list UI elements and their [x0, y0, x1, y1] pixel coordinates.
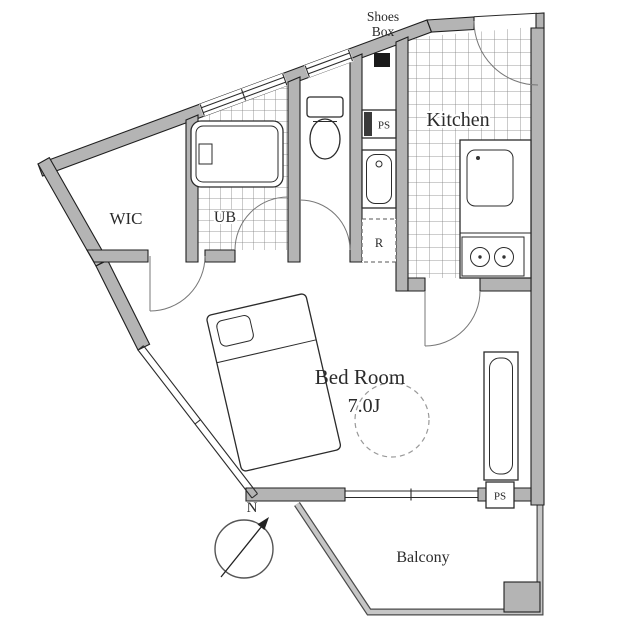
entrance-door-arc [473, 20, 539, 86]
window-end-tick [347, 49, 353, 62]
wall-service-bottom-b [204, 249, 236, 263]
wic-door [149, 255, 206, 312]
stove-burner-left [470, 247, 490, 267]
wall-bedroom-upper-left [95, 259, 151, 351]
stove-burner-right [494, 247, 514, 267]
entrance-door [473, 12, 539, 86]
ps-upper-duct [364, 112, 372, 136]
compass-arrowhead [257, 517, 269, 530]
wall-ub-toilet [287, 76, 301, 263]
bathtub-outline [190, 120, 284, 188]
wall-top-right [426, 16, 475, 33]
bed [206, 293, 342, 472]
toilet [306, 96, 344, 160]
washer-pan [361, 149, 397, 209]
counter-outline [459, 139, 532, 279]
bay-window [483, 351, 519, 481]
window-bg [304, 48, 354, 78]
kitchen-counter [459, 139, 532, 279]
window-pane-line [306, 52, 350, 70]
compass-needle [220, 525, 263, 578]
washing-machine-space [361, 149, 397, 209]
window-end-tick [137, 345, 144, 351]
window-pane-line [308, 57, 352, 75]
compass-north-label: N [247, 500, 258, 516]
entrance-threshold-line [473, 12, 538, 18]
bathtub-step [198, 143, 213, 165]
wall-kitchen-bottom-right [479, 277, 532, 292]
ps-upper-label: PS [378, 120, 390, 132]
toilet-door-arc [299, 199, 351, 251]
pillow [216, 315, 254, 347]
stove-burner-right-dot [502, 255, 506, 259]
bedroom-size-label: 7.0J [348, 395, 381, 417]
toilet-tank [306, 96, 344, 118]
wall-toilet-column [349, 53, 363, 263]
washer-body [366, 154, 392, 204]
window-end-tick [282, 73, 288, 86]
wic-label: WIC [109, 209, 142, 228]
shoes-box-label-line2: Box [372, 24, 395, 39]
balcony-corner-block [503, 581, 541, 613]
wall-kitchen-bottom-left [407, 277, 426, 292]
balcony-label: Balcony [396, 549, 449, 566]
wall-column-kitchen [395, 36, 409, 292]
window-end-tick [304, 65, 310, 78]
ps-lower-label: PS [494, 491, 506, 503]
wall-right [530, 27, 545, 506]
ps-lower-box [485, 481, 515, 509]
balcony-railing-band-light [295, 502, 543, 615]
wall-service-bottom-a [86, 249, 149, 263]
window-top-b [304, 48, 354, 78]
sink-faucet [476, 156, 480, 160]
window-mid-tick [240, 89, 247, 101]
window-bedroom-diagonal [137, 345, 258, 499]
bed-fold-line [216, 339, 317, 364]
pipe-space-upper: PS [361, 109, 397, 139]
refrigerator-box [361, 218, 397, 263]
shoes-box-label-line1: Shoes [367, 9, 399, 24]
window-mid-tick [194, 419, 201, 425]
kitchen-label: Kitchen [426, 109, 489, 131]
wall-entry-post [535, 12, 545, 29]
compass: N [214, 500, 274, 579]
bathtub [190, 120, 284, 188]
stove-outline [461, 236, 525, 277]
ub-label: UB [214, 209, 236, 226]
stove-burner-left-dot [478, 255, 482, 259]
window-top-a [199, 73, 288, 117]
kitchen-sink [466, 149, 514, 207]
balcony-railing [294, 502, 544, 616]
compass-ring [214, 519, 274, 579]
pipe-space-lower: PS [485, 481, 515, 509]
washer-drain [375, 160, 383, 168]
bath-door-arc [234, 196, 289, 251]
bedroom-label: Bed Room [315, 365, 405, 389]
wall-bedroom-bottom-a [245, 487, 346, 502]
ceiling-light-circle [354, 382, 430, 458]
window-balcony [344, 488, 479, 501]
bedroom-door-arc [424, 290, 481, 347]
toilet-bowl [309, 118, 341, 160]
wic-door-arc [149, 255, 206, 312]
refrigerator-space: R [361, 218, 397, 263]
bed-outline [206, 293, 342, 472]
bathtub-inner [195, 125, 279, 183]
window-end-tick [251, 493, 258, 499]
bay-window-inner [489, 357, 513, 475]
window-end-tick [199, 104, 205, 116]
bedroom-door [424, 290, 481, 347]
refrigerator-label: R [375, 236, 384, 250]
shoes-box [374, 53, 390, 67]
